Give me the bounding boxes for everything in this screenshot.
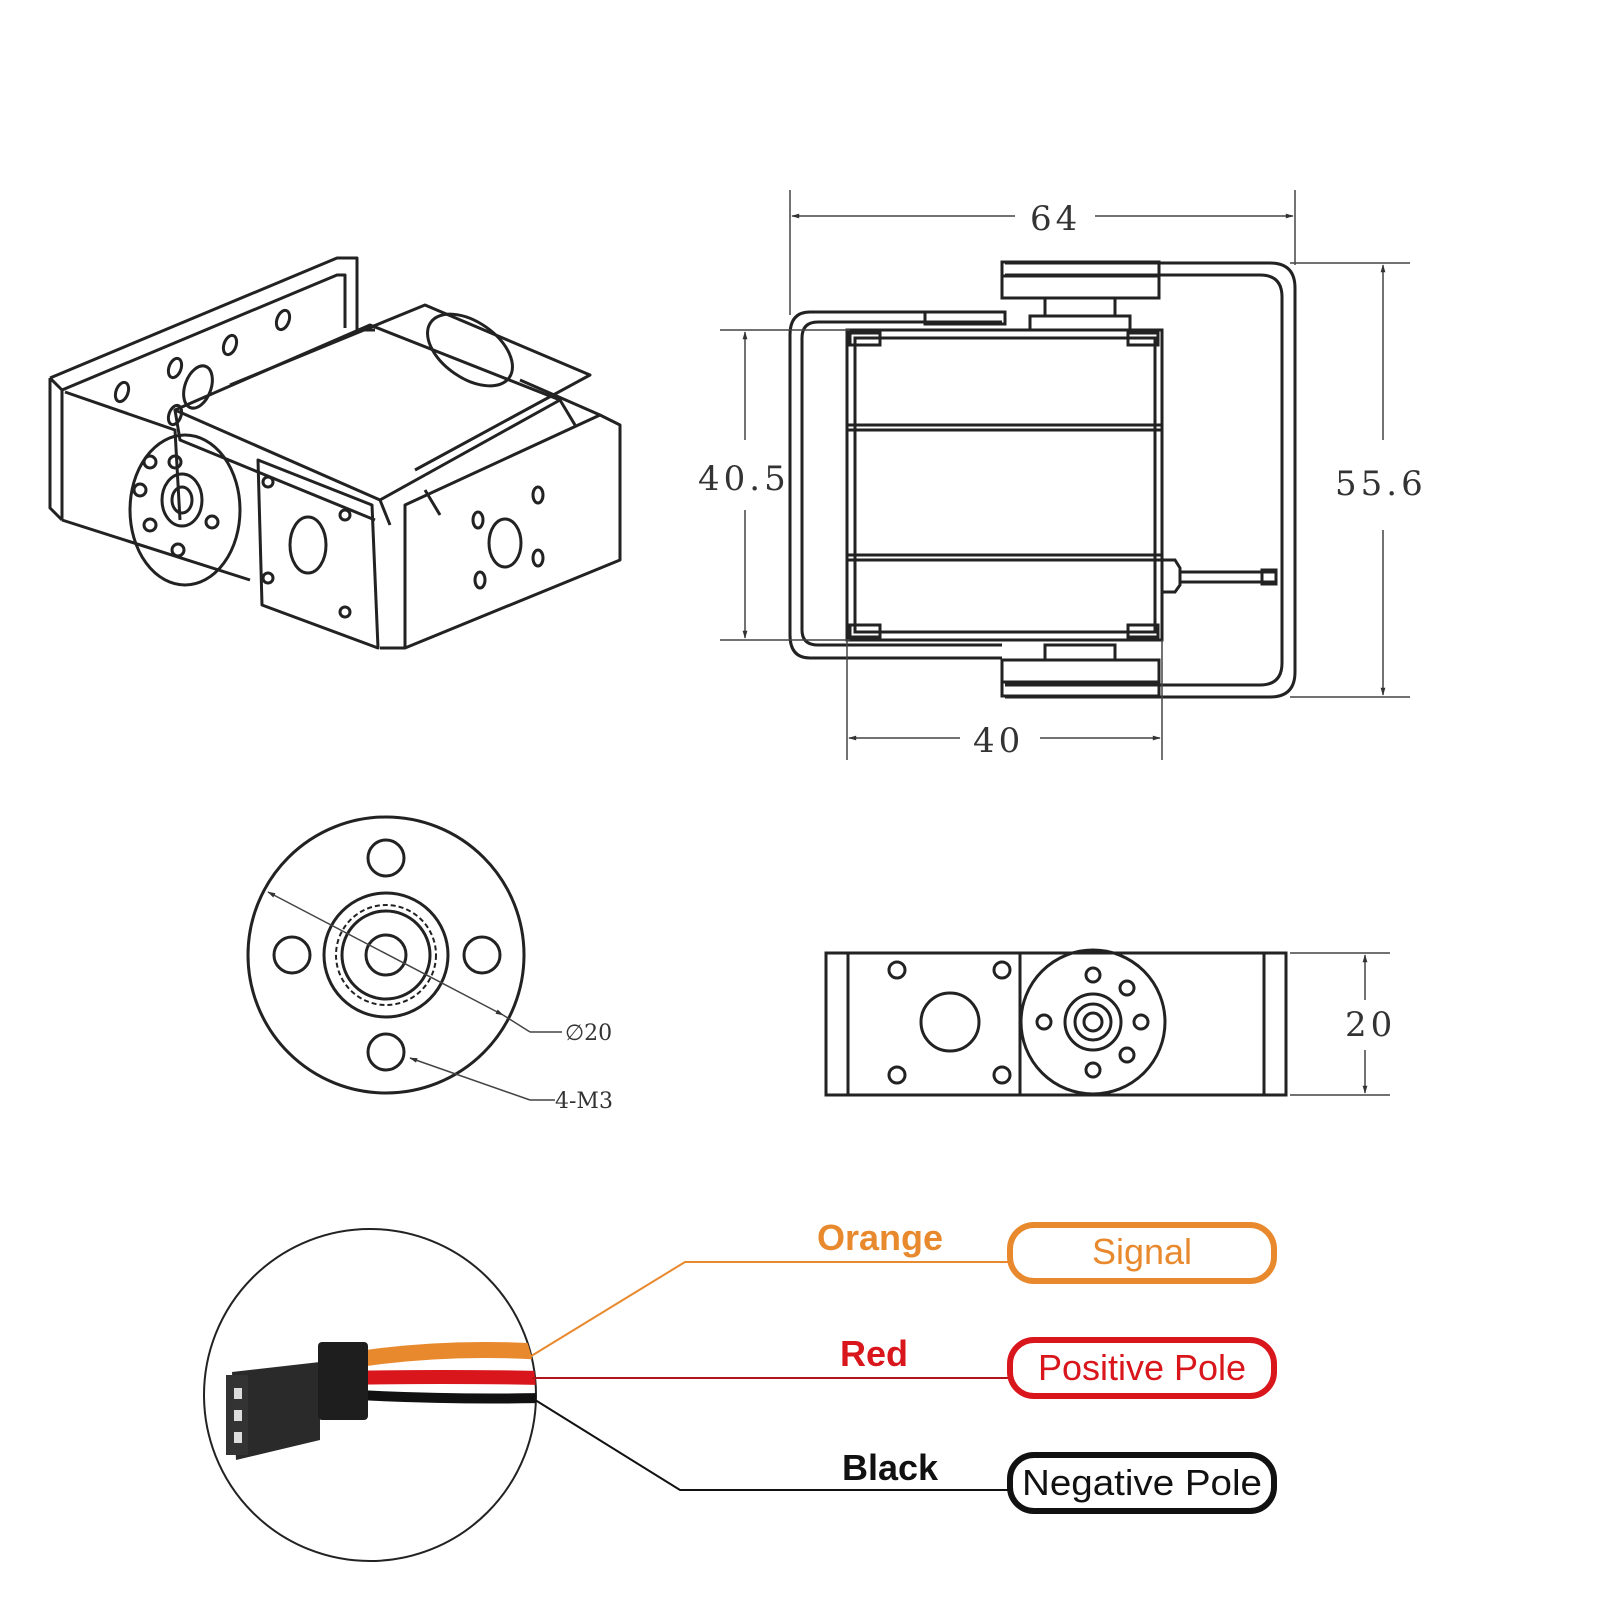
front-view-dimensions [720,190,1410,760]
wire-name-red: Red [840,1333,908,1374]
signal-label: Signal [1092,1231,1192,1272]
front-view [788,260,1297,699]
wire-leader-lines [527,1261,1008,1491]
negative-pole-label: Negative Pole [1022,1462,1262,1503]
outer-height-dimension: 55.6 [1335,464,1427,504]
width-dimension: 64 [1030,199,1081,239]
horn-diameter-label: ∅20 [565,1021,612,1046]
signal-pill: Signal [1007,1222,1277,1284]
negative-pole-pill: Negative Pole [1007,1452,1277,1514]
inner-height-dimension: 40.5 [698,459,790,499]
wire-name-orange: Orange [817,1217,943,1258]
side-view-dimension [1290,952,1390,1096]
wire-name-black: Black [842,1447,939,1488]
isometric-view [48,256,622,650]
body-width-dimension: 40 [973,721,1024,761]
side-view [824,948,1288,1097]
connector-photo [203,1228,537,1562]
side-height-dimension: 20 [1345,1005,1396,1045]
horn-dimension-lines [267,891,562,1101]
horn-holes-label: 4-M3 [555,1089,613,1114]
horn-view [246,815,526,1095]
positive-pole-label: Positive Pole [1038,1347,1246,1388]
positive-pole-pill: Positive Pole [1007,1337,1277,1399]
